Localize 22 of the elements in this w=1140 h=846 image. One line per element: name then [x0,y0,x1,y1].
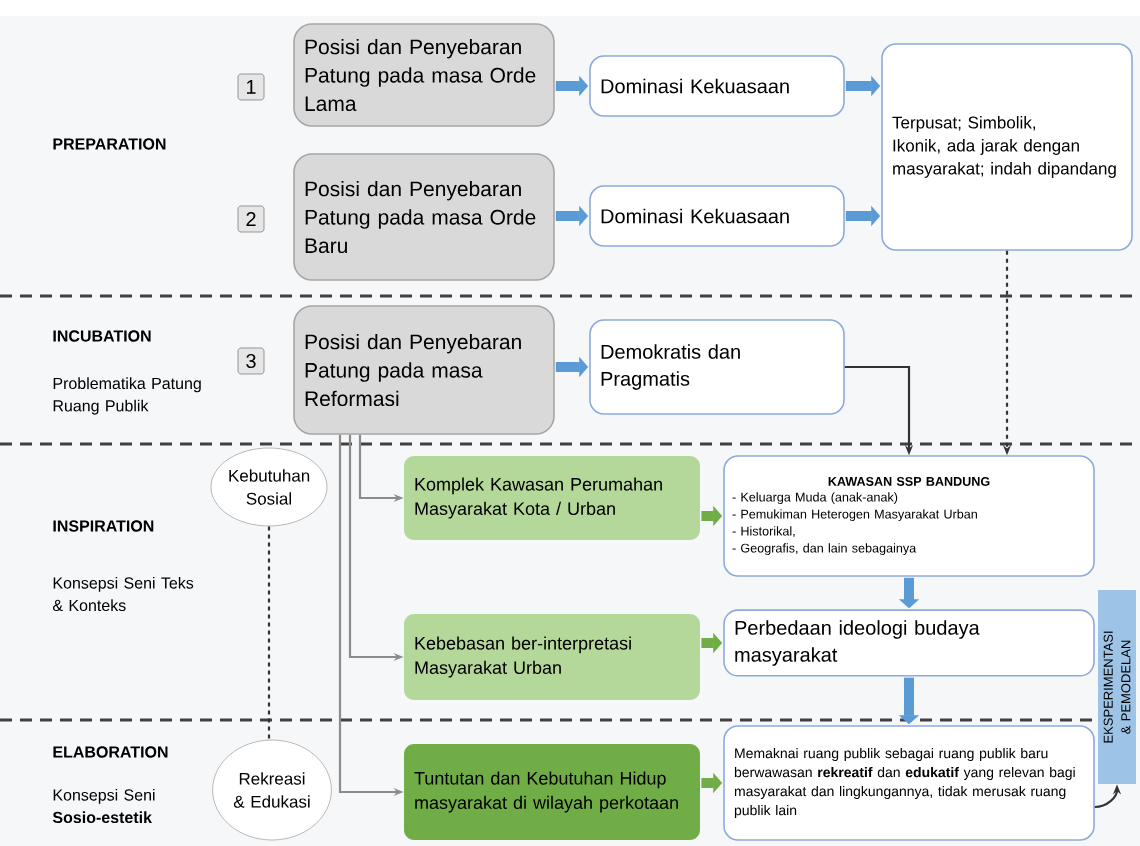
stage-heading: PREPARATION [53,138,166,150]
process-box: Posisi dan Penyebaran Patung pada masa Reformasi [293,305,555,435]
stage-heading: ELABORATION [53,746,168,758]
stage-description: Konsepsi Seni Sosio-estetik [52,788,155,824]
number-box: 2 [237,205,265,233]
stage-description: Problematika Patung Ruang Publik [53,377,201,415]
stage-description: Konsepsi Seni Teks & Konteks [52,576,194,612]
result-box: Dominasi Kekuasaan [589,55,845,117]
result-box: Terpusat; Simbolik, Ikonik, ada jarak dengan masyarakat; indah dipandang [881,43,1133,251]
dotted-line [267,526,271,740]
process-box: Posisi dan Penyebaran Patung pada masa Orde Baru [293,153,555,281]
result-box: Demokratis dan Pragmatis [589,319,845,415]
process-box: Kebebasan ber-interpretasi Masyarakat Urban [404,614,700,700]
result-box: Dominasi Kekuasaan [589,185,845,247]
number-box: 1 [237,73,265,101]
result-box: Perbedaan ideologi budaya masyarakat [723,609,1095,677]
process-box: Komplek Kawasan Perumahan Masyarakat Kota / Urban [404,456,700,540]
process-box: Tuntutan dan Kebutuhan Hidup masyarakat di wilayah perkotaan [404,744,700,840]
number-box: 3 [237,347,265,375]
stage-heading: INSPIRATION [53,520,154,532]
stage-heading: INCUBATION [53,330,151,342]
process-box: Posisi dan Penyebaran Patung pada masa Orde Lama [293,23,555,127]
